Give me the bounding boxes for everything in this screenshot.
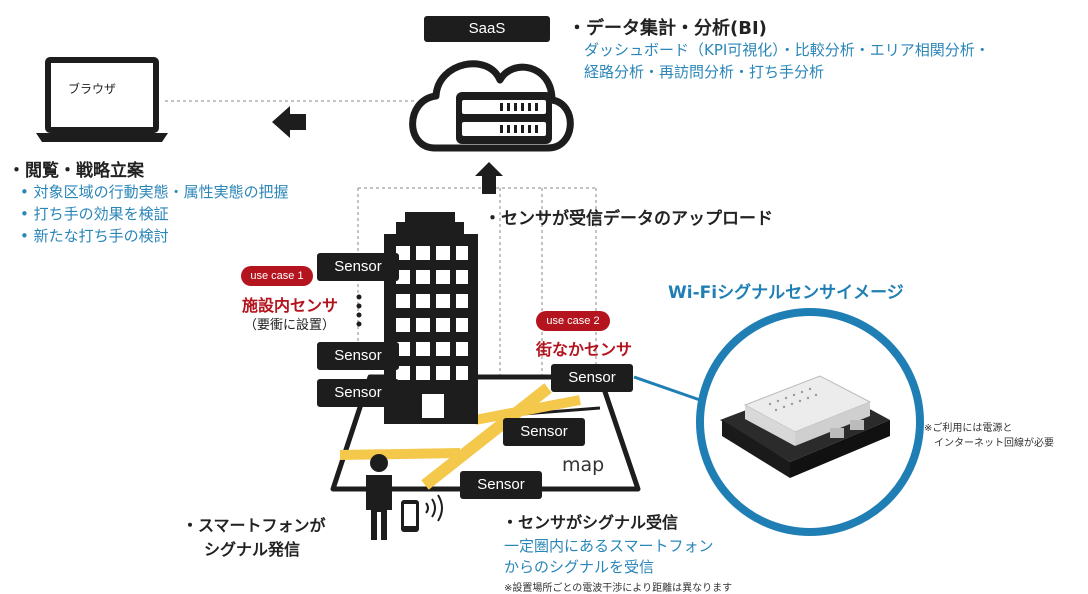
person-icon <box>366 454 392 540</box>
data-aggregation-title: ・データ集計・分析(BI) <box>568 18 767 39</box>
building-icon <box>384 212 478 424</box>
data-aggregation-line-1: ダッシュボード（KPI可視化）・比較分析・エリア相関分析・ <box>584 41 990 59</box>
viewing-item-1: • 対象区域の行動実態・属性実態の把握 <box>20 183 289 201</box>
sensor-label-street-bottom: Sensor <box>460 471 542 499</box>
use-case-1-title: 施設内センサ <box>242 296 339 315</box>
saas-label: SaaS <box>424 16 550 42</box>
cloud-server-icon <box>409 60 574 152</box>
smartphone-icon <box>401 500 419 532</box>
viewing-title: ・閲覧・戦略立案 <box>8 161 144 181</box>
receive-line-1: 一定圏内にあるスマートフォン <box>504 537 714 555</box>
receive-line-2: からのシグナルを受信 <box>504 558 655 576</box>
upload-text: ・センサが受信データのアップロード <box>484 209 773 229</box>
arrow-left-icon <box>272 106 306 138</box>
sensor-label-building-bottom: Sensor <box>317 379 399 407</box>
data-aggregation-line-2: 経路分析・再訪問分析・打ち手分析 <box>584 63 825 81</box>
receive-title: ・センサがシグナル受信 <box>502 513 679 532</box>
sensor-label-street-center: Sensor <box>503 418 585 446</box>
power-note-line-1: ※ご利用には電源と <box>924 423 1013 434</box>
viewing-item-2: • 打ち手の効果を検証 <box>20 205 169 223</box>
sensor-label-building-top: Sensor <box>317 253 399 281</box>
smartphone-line-1: ・スマートフォンが <box>182 516 326 535</box>
use-case-1-pill: use case 1 <box>241 266 313 286</box>
smartphone-line-2: シグナル発信 <box>204 540 301 559</box>
wifi-title: Wi-Fiシグナルセンサイメージ <box>668 283 904 303</box>
sensor-label-street-right: Sensor <box>551 364 633 392</box>
power-note-line-2: インターネット回線が必要 <box>934 438 1054 449</box>
signal-waves-icon <box>425 494 443 522</box>
sensor-label-building-mid: Sensor <box>317 342 399 370</box>
use-case-1-sub: （要衝に設置） <box>244 318 336 333</box>
browser-label: ブラウザ <box>68 82 117 96</box>
use-case-2-pill: use case 2 <box>536 311 610 331</box>
map-label: map <box>562 454 605 476</box>
sensor-device-icon <box>696 308 924 536</box>
arrow-up-icon <box>475 162 503 194</box>
receive-note: ※設置場所ごとの電波干渉により距離は異なります <box>504 583 733 594</box>
device-connector <box>633 375 701 402</box>
use-case-2-title: 街なかセンサ <box>536 340 633 359</box>
ellipsis-dots <box>356 294 362 327</box>
laptop-icon <box>36 57 168 142</box>
viewing-item-3: • 新たな打ち手の検討 <box>20 227 169 245</box>
